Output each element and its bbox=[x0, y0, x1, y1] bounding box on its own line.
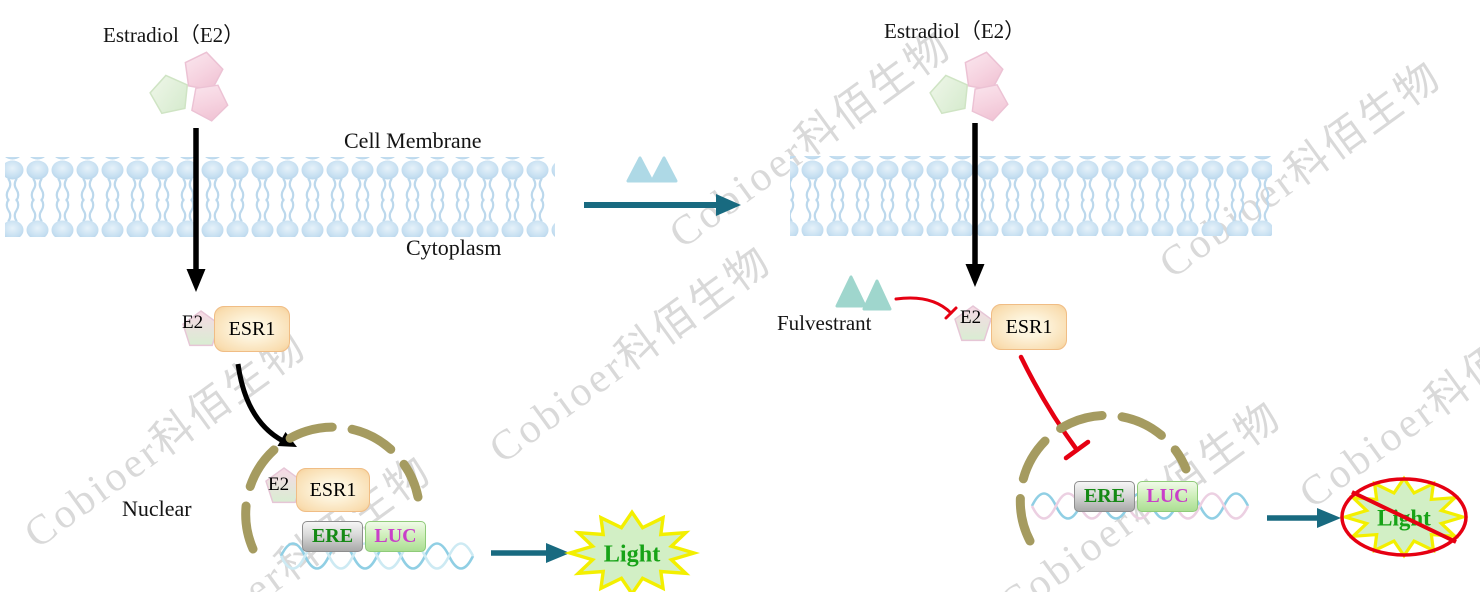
cell-membrane-label: Cell Membrane bbox=[344, 128, 482, 153]
entry-arrow-left bbox=[186, 128, 206, 292]
no-sign-slash bbox=[1351, 490, 1457, 544]
no-sign-ellipse bbox=[1340, 477, 1468, 557]
esr1-box-right: ESR1 bbox=[991, 304, 1067, 350]
fulvestrant-label: Fulvestrant bbox=[777, 311, 872, 335]
cell-membrane-left bbox=[5, 157, 555, 237]
light-starburst-left: Light bbox=[568, 510, 696, 592]
nuclear-envelope-left bbox=[241, 422, 423, 554]
nuclear-label: Nuclear bbox=[122, 496, 192, 521]
estradiol-label-left: Estradiol（E2） bbox=[103, 23, 245, 47]
cell-membrane-right bbox=[790, 156, 1272, 236]
reporter-arrow-right bbox=[1267, 508, 1341, 528]
ere-box-left: ERE bbox=[302, 521, 363, 552]
light-label-left: Light bbox=[604, 541, 661, 568]
entry-arrow-right bbox=[965, 123, 985, 287]
nuclear-envelope-right bbox=[1015, 410, 1191, 546]
fulvestrant-molecules bbox=[835, 275, 892, 311]
esr1-box-nucleus-left: ESR1 bbox=[296, 468, 370, 512]
fulvestrant-molecules-transition bbox=[626, 156, 678, 183]
estradiol-label-right: Estradiol（E2） bbox=[884, 19, 1026, 43]
luc-box-left: LUC bbox=[365, 521, 426, 552]
cytoplasm-label: Cytoplasm bbox=[406, 235, 502, 260]
luc-box-right: LUC bbox=[1137, 481, 1198, 512]
fulvestrant-inhibition-arrow bbox=[894, 296, 958, 320]
reporter-arrow-left bbox=[491, 543, 570, 563]
e2-label-cytoplasm-left: E2 bbox=[182, 312, 204, 333]
estradiol-molecules-right bbox=[926, 48, 1015, 125]
e2-label-nucleus-left: E2 bbox=[268, 474, 290, 495]
e2-label-right: E2 bbox=[960, 307, 982, 328]
estradiol-molecules-left bbox=[146, 48, 235, 125]
esr1-box-cytoplasm-left: ESR1 bbox=[214, 306, 290, 352]
no-light-indicator: Light bbox=[1340, 476, 1468, 558]
ere-box-right: ERE bbox=[1074, 481, 1135, 512]
panel-transition-arrow bbox=[584, 194, 741, 216]
nuclear-inhibition-arrow bbox=[1018, 354, 1091, 461]
